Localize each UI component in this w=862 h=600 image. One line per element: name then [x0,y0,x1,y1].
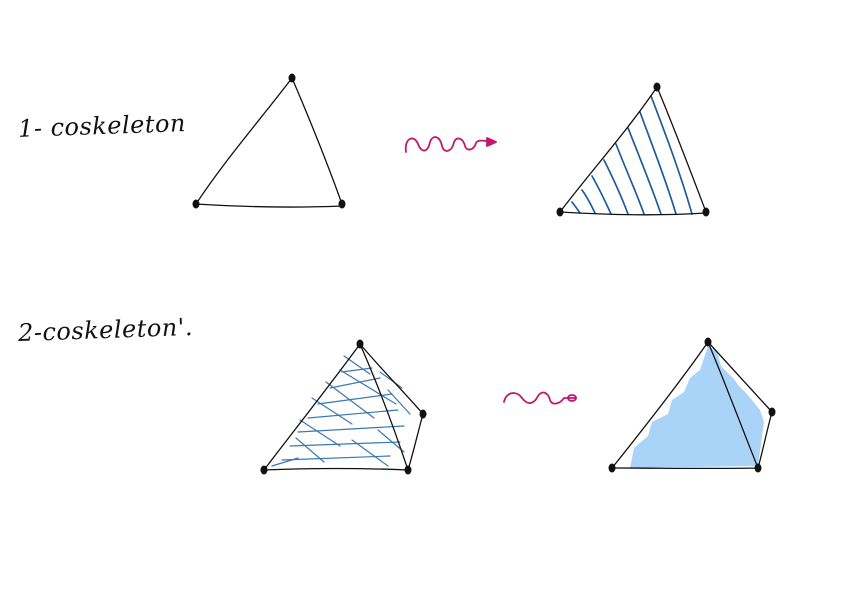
face-hatching [271,355,411,467]
triangle-edge-bottom [559,211,707,216]
edge [263,343,361,471]
edge [359,343,409,471]
vertex [288,73,296,83]
vertex [653,82,661,92]
edge [707,341,773,413]
vertex [608,463,616,473]
vertex [338,199,346,209]
triangle-edge-bottom [195,203,343,208]
squiggle-arrow-icon [503,391,577,405]
vertex [704,337,712,347]
hatched-tetrahedron [260,339,427,475]
vertex [768,407,776,417]
vertex [754,463,762,473]
vertex [404,465,412,475]
vertex [702,207,710,217]
filled-face [630,346,764,468]
edge [757,411,773,469]
vertex [356,339,364,349]
edge [359,343,424,415]
triangle-edge-right [291,77,343,205]
vertex [260,465,268,475]
triangle-hatching [571,95,693,215]
filled-triangle [556,82,710,217]
vertex [419,409,427,419]
triangle-boundary [192,73,346,209]
triangle-edge-left [195,77,293,205]
edge [407,413,424,471]
vertex [192,199,200,209]
edge [707,341,759,469]
vertex [556,207,564,217]
squiggle-arrow-icon [404,136,497,153]
filled-tetrahedron [608,337,776,473]
triangle-edge-left [559,86,658,213]
triangle-edge-right [656,86,707,213]
edge [611,341,709,469]
edge [263,467,409,471]
